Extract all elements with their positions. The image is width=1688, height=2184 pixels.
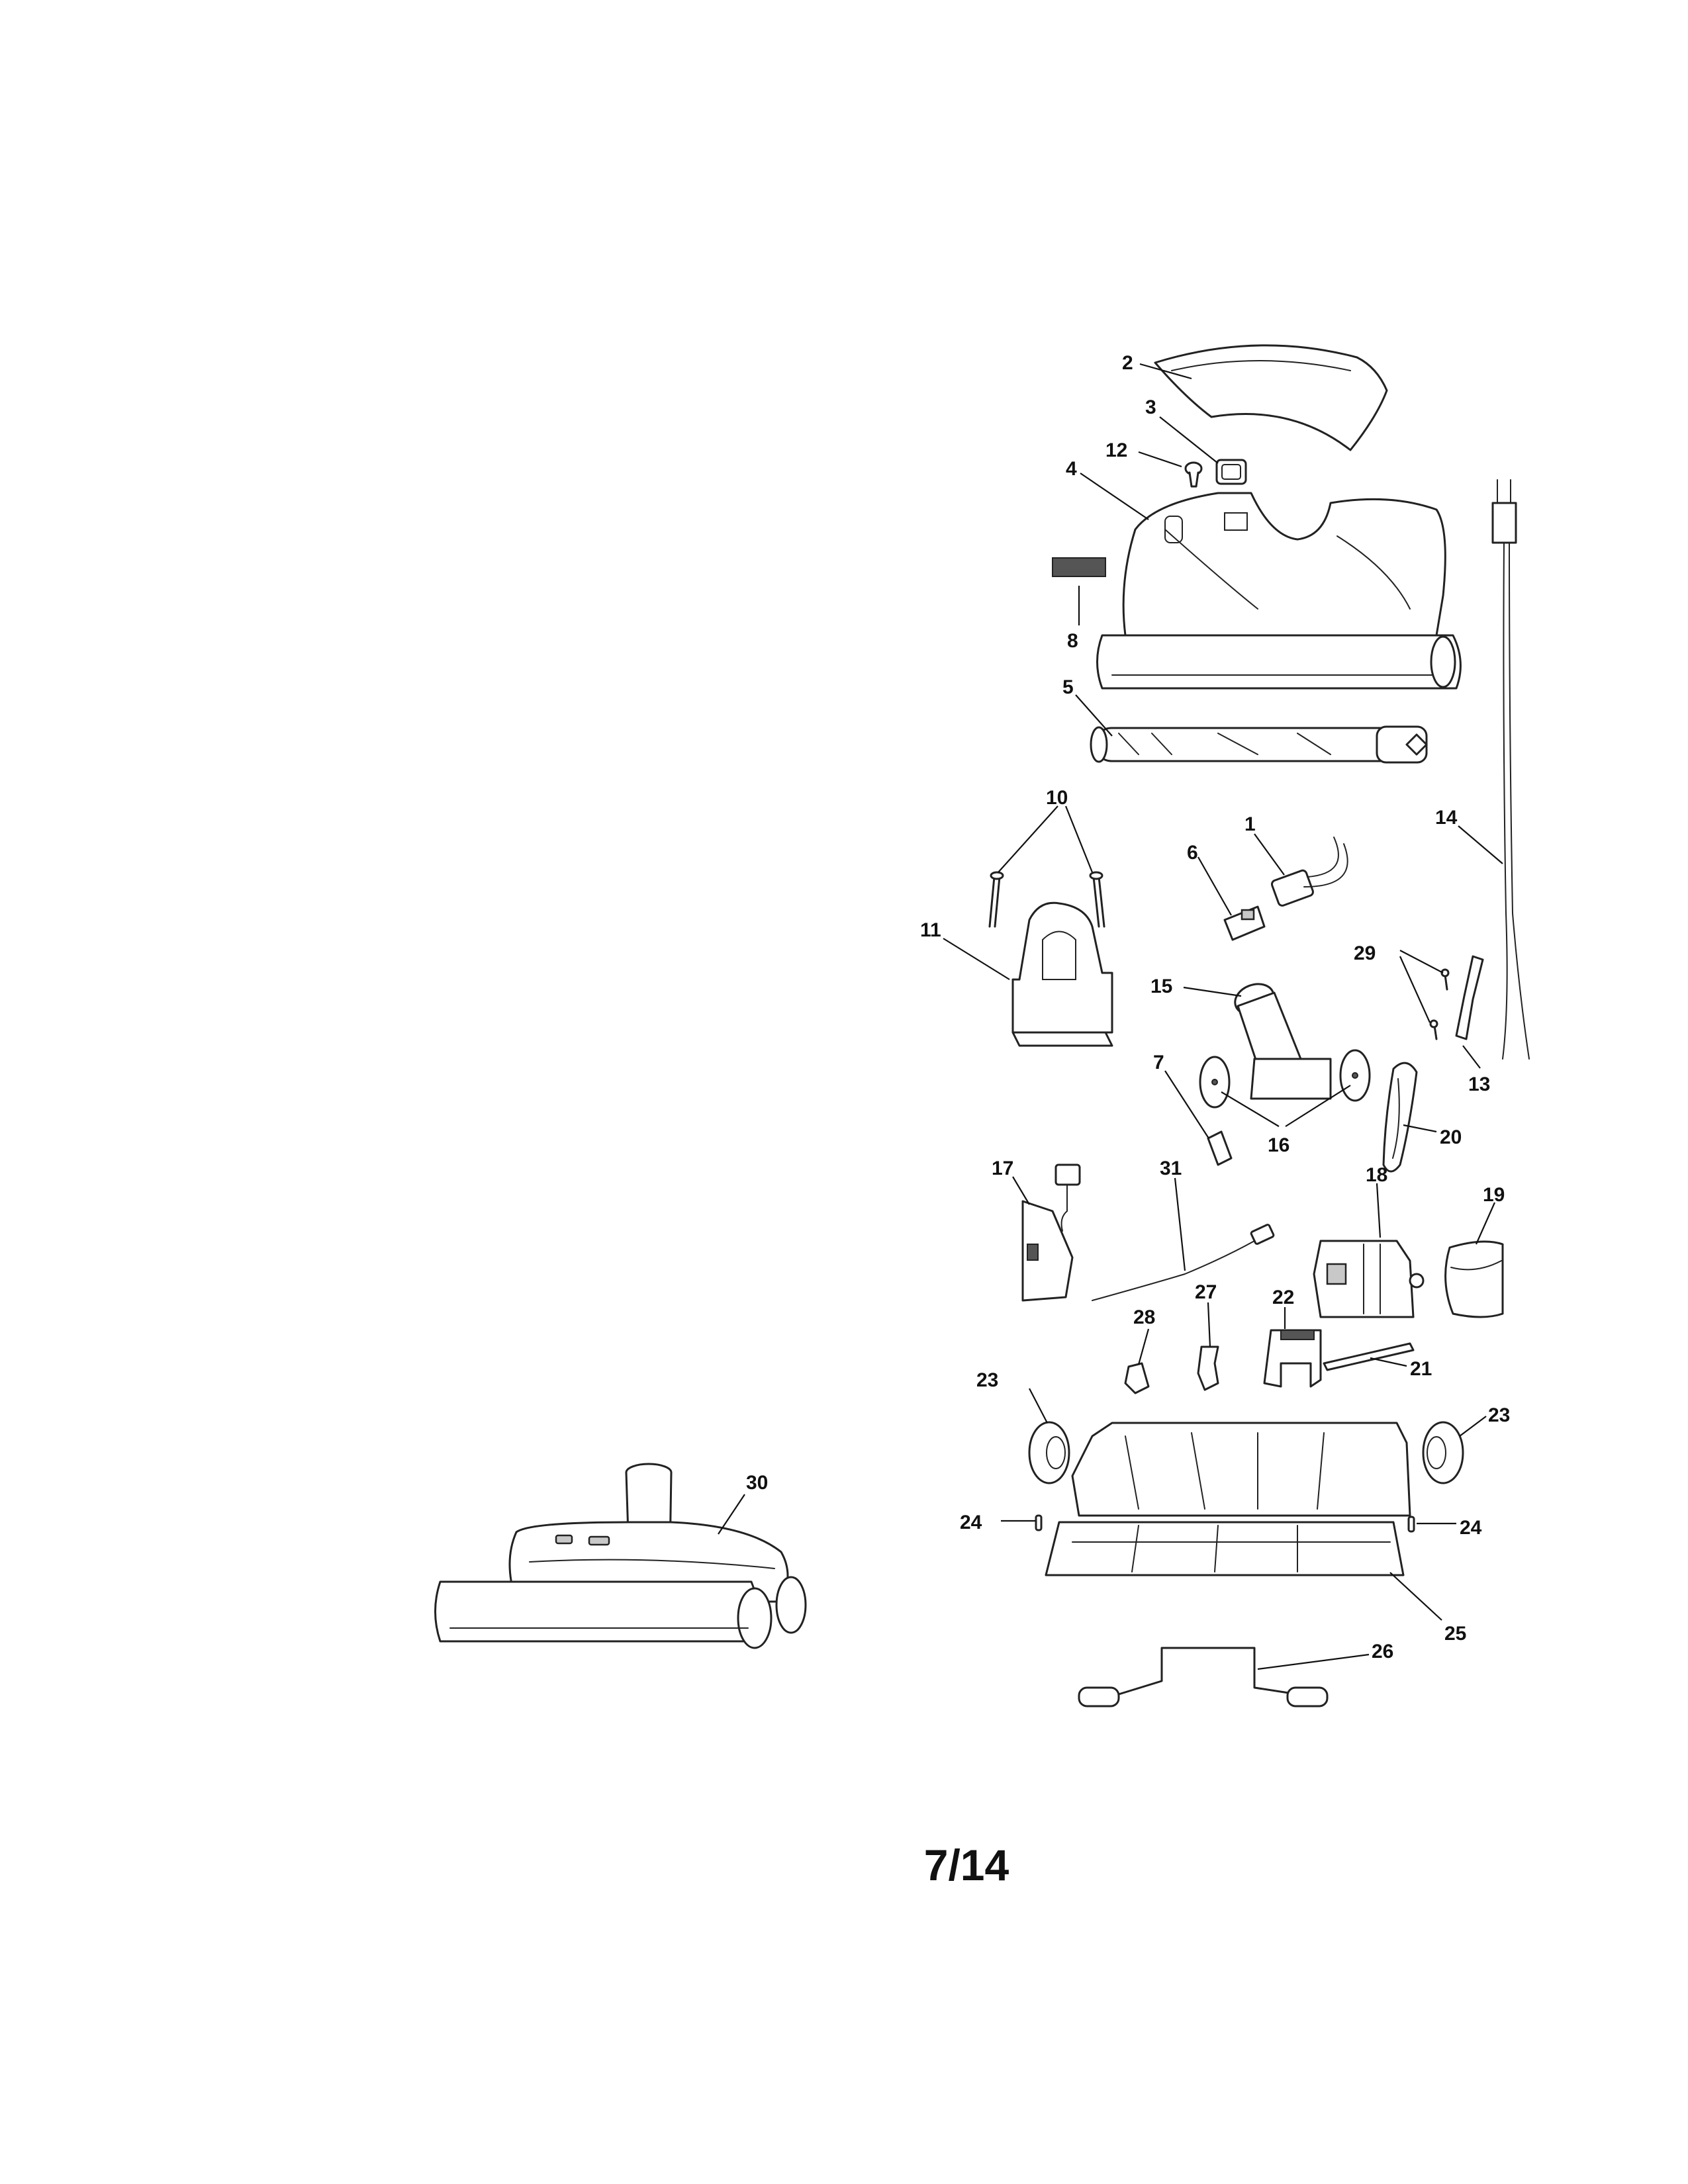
callout-2: 2 — [1122, 352, 1133, 374]
callout-8: 8 — [1067, 630, 1078, 652]
callout-labels: 1 2 3 4 5 6 7 8 10 11 12 13 14 15 16 17 … — [746, 352, 1510, 1662]
callout-29: 29 — [1354, 942, 1376, 964]
callout-17: 17 — [992, 1158, 1013, 1179]
part-3-gasket — [1215, 459, 1247, 485]
callout-3: 3 — [1145, 396, 1156, 418]
callout-31: 31 — [1160, 1158, 1182, 1179]
part-31-lead-wire — [1092, 1224, 1275, 1301]
callout-26: 26 — [1372, 1641, 1393, 1662]
callout-11: 11 — [920, 919, 941, 941]
callout-10: 10 — [1046, 787, 1068, 809]
part-6-switch — [1223, 905, 1266, 941]
callout-5: 5 — [1062, 676, 1074, 698]
part-11-neck-bracket — [1011, 901, 1113, 1047]
callout-24-right: 24 — [1460, 1517, 1482, 1539]
callout-25: 25 — [1444, 1623, 1466, 1645]
callout-15: 15 — [1150, 976, 1172, 997]
part-1-wire-connector — [1270, 837, 1348, 907]
part-22-latch — [1263, 1329, 1322, 1388]
callout-12: 12 — [1105, 439, 1127, 461]
callout-14: 14 — [1435, 807, 1458, 829]
part-20-belt — [1382, 1062, 1418, 1173]
callout-16: 16 — [1268, 1134, 1289, 1156]
callout-30: 30 — [746, 1472, 768, 1494]
part-24-axle-pins — [1035, 1514, 1415, 1533]
part-10-pins — [988, 871, 1105, 928]
part-23-wheels — [1028, 1421, 1464, 1484]
part-19-band — [1444, 1240, 1504, 1318]
part-30-powerhead-assembly — [434, 1463, 807, 1649]
callout-23-right: 23 — [1488, 1404, 1510, 1426]
callout-7: 7 — [1153, 1052, 1164, 1073]
callout-6: 6 — [1187, 842, 1198, 864]
part-12-screw — [1184, 461, 1203, 488]
part-7-wire-nut — [1207, 1130, 1233, 1166]
part-17-switch-housing — [1021, 1163, 1081, 1302]
part-28-clip — [1124, 1362, 1150, 1394]
part-13-cord-clip — [1455, 955, 1484, 1040]
callout-20: 20 — [1440, 1126, 1462, 1148]
part-21-rod — [1323, 1342, 1415, 1371]
callout-1: 1 — [1244, 813, 1256, 835]
part-27-clip — [1197, 1345, 1219, 1391]
part-4-hood — [1096, 492, 1462, 690]
part-8-filter — [1052, 557, 1106, 577]
callout-23-left: 23 — [976, 1369, 998, 1391]
part-5-brush-roll — [1090, 725, 1428, 764]
leader-lines — [718, 363, 1503, 1670]
callout-18: 18 — [1366, 1164, 1387, 1186]
callout-28: 28 — [1133, 1306, 1155, 1328]
callout-4: 4 — [1066, 458, 1077, 480]
page-number: 7/14 — [923, 1841, 1009, 1889]
callout-27: 27 — [1195, 1281, 1217, 1303]
part-26-axle — [1078, 1647, 1329, 1707]
part-15-elbow-duct — [1234, 983, 1332, 1100]
callout-22: 22 — [1272, 1287, 1294, 1308]
part-25-base-plate — [1045, 1422, 1411, 1576]
callout-13: 13 — [1468, 1073, 1490, 1095]
part-2-top-cover — [1154, 344, 1388, 451]
part-29-screws — [1429, 968, 1450, 1040]
part-18-motor — [1313, 1240, 1425, 1318]
callout-21: 21 — [1410, 1358, 1432, 1380]
callout-24-left: 24 — [960, 1512, 982, 1533]
part-14-power-cord — [1491, 479, 1530, 1060]
callout-19: 19 — [1483, 1184, 1505, 1206]
part-16-washers — [1199, 1049, 1371, 1109]
